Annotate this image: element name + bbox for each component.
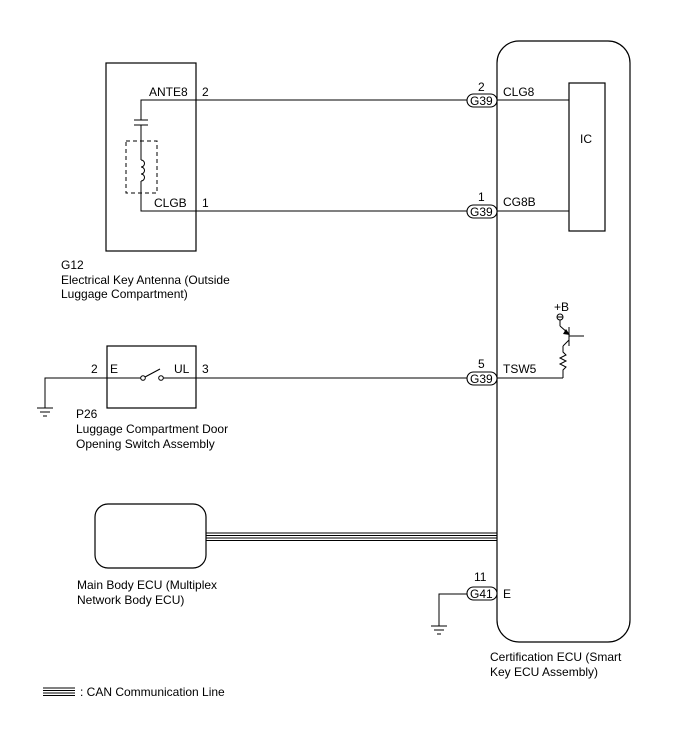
connector-code: G39 xyxy=(470,205,493,219)
switch-pin-right-number: 3 xyxy=(202,362,209,376)
connector-badge xyxy=(466,204,498,219)
connector-code: G39 xyxy=(470,94,493,108)
switch-box xyxy=(106,345,197,409)
antenna-pin-top-name: ANTE8 xyxy=(149,85,188,99)
body-ecu-name-line1: Main Body ECU (Multiplex xyxy=(77,578,217,592)
switch-pin-right-name: UL xyxy=(174,362,190,376)
switch-name-line2: Opening Switch Assembly xyxy=(76,437,215,451)
antenna-coil-circuit-icon xyxy=(125,99,196,212)
ground-icon xyxy=(37,377,107,417)
connector-badge xyxy=(466,371,498,386)
pullup-transistor-icon xyxy=(556,313,584,378)
can-line-legend-icon xyxy=(43,687,75,696)
ecu-pin-number: 2 xyxy=(478,80,485,94)
legend-label: : CAN Communication Line xyxy=(80,685,225,699)
switch-pin-left-name: E xyxy=(110,362,118,376)
connector-badge xyxy=(466,586,498,601)
ecu-pin-name: E xyxy=(503,587,511,601)
ecu-pin-name: CLG8 xyxy=(503,85,535,99)
antenna-name-line2: Luggage Compartment) xyxy=(61,287,188,301)
connector-badge xyxy=(466,93,498,108)
switch-contact-icon xyxy=(107,368,196,381)
antenna-pin-top-number: 2 xyxy=(202,85,209,99)
connector-code: G39 xyxy=(470,372,493,386)
can-bus-lines xyxy=(206,532,497,541)
antenna-pin-bottom-number: 1 xyxy=(202,196,209,210)
ic-label: IC xyxy=(580,132,592,146)
antenna-box xyxy=(105,62,197,252)
ecu-pin-name: TSW5 xyxy=(503,362,537,376)
ecu-pin-name: CG8B xyxy=(503,195,536,209)
ecu-pin-number: 11 xyxy=(474,570,487,584)
connector-code: G41 xyxy=(470,587,493,601)
switch-pin-left-number: 2 xyxy=(91,362,98,376)
ic-box xyxy=(568,82,606,232)
cert-ecu-name-line1: Certification ECU (Smart xyxy=(490,650,622,664)
supply-label: +B xyxy=(554,300,569,314)
certification-ecu-box xyxy=(496,40,631,643)
main-body-ecu-box xyxy=(94,503,207,569)
ground-icon xyxy=(431,593,467,635)
switch-name-line1: Luggage Compartment Door xyxy=(76,422,228,436)
cert-ecu-name-line2: Key ECU Assembly) xyxy=(490,665,598,679)
antenna-pin-bottom-name: CLGB xyxy=(154,196,187,210)
body-ecu-name-line2: Network Body ECU) xyxy=(77,593,184,607)
antenna-name-line1: Electrical Key Antenna (Outside xyxy=(61,273,230,287)
antenna-code: G12 xyxy=(61,258,84,272)
ecu-pin-number: 1 xyxy=(478,190,485,204)
switch-code: P26 xyxy=(76,407,98,421)
ecu-pin-number: 5 xyxy=(478,357,485,371)
